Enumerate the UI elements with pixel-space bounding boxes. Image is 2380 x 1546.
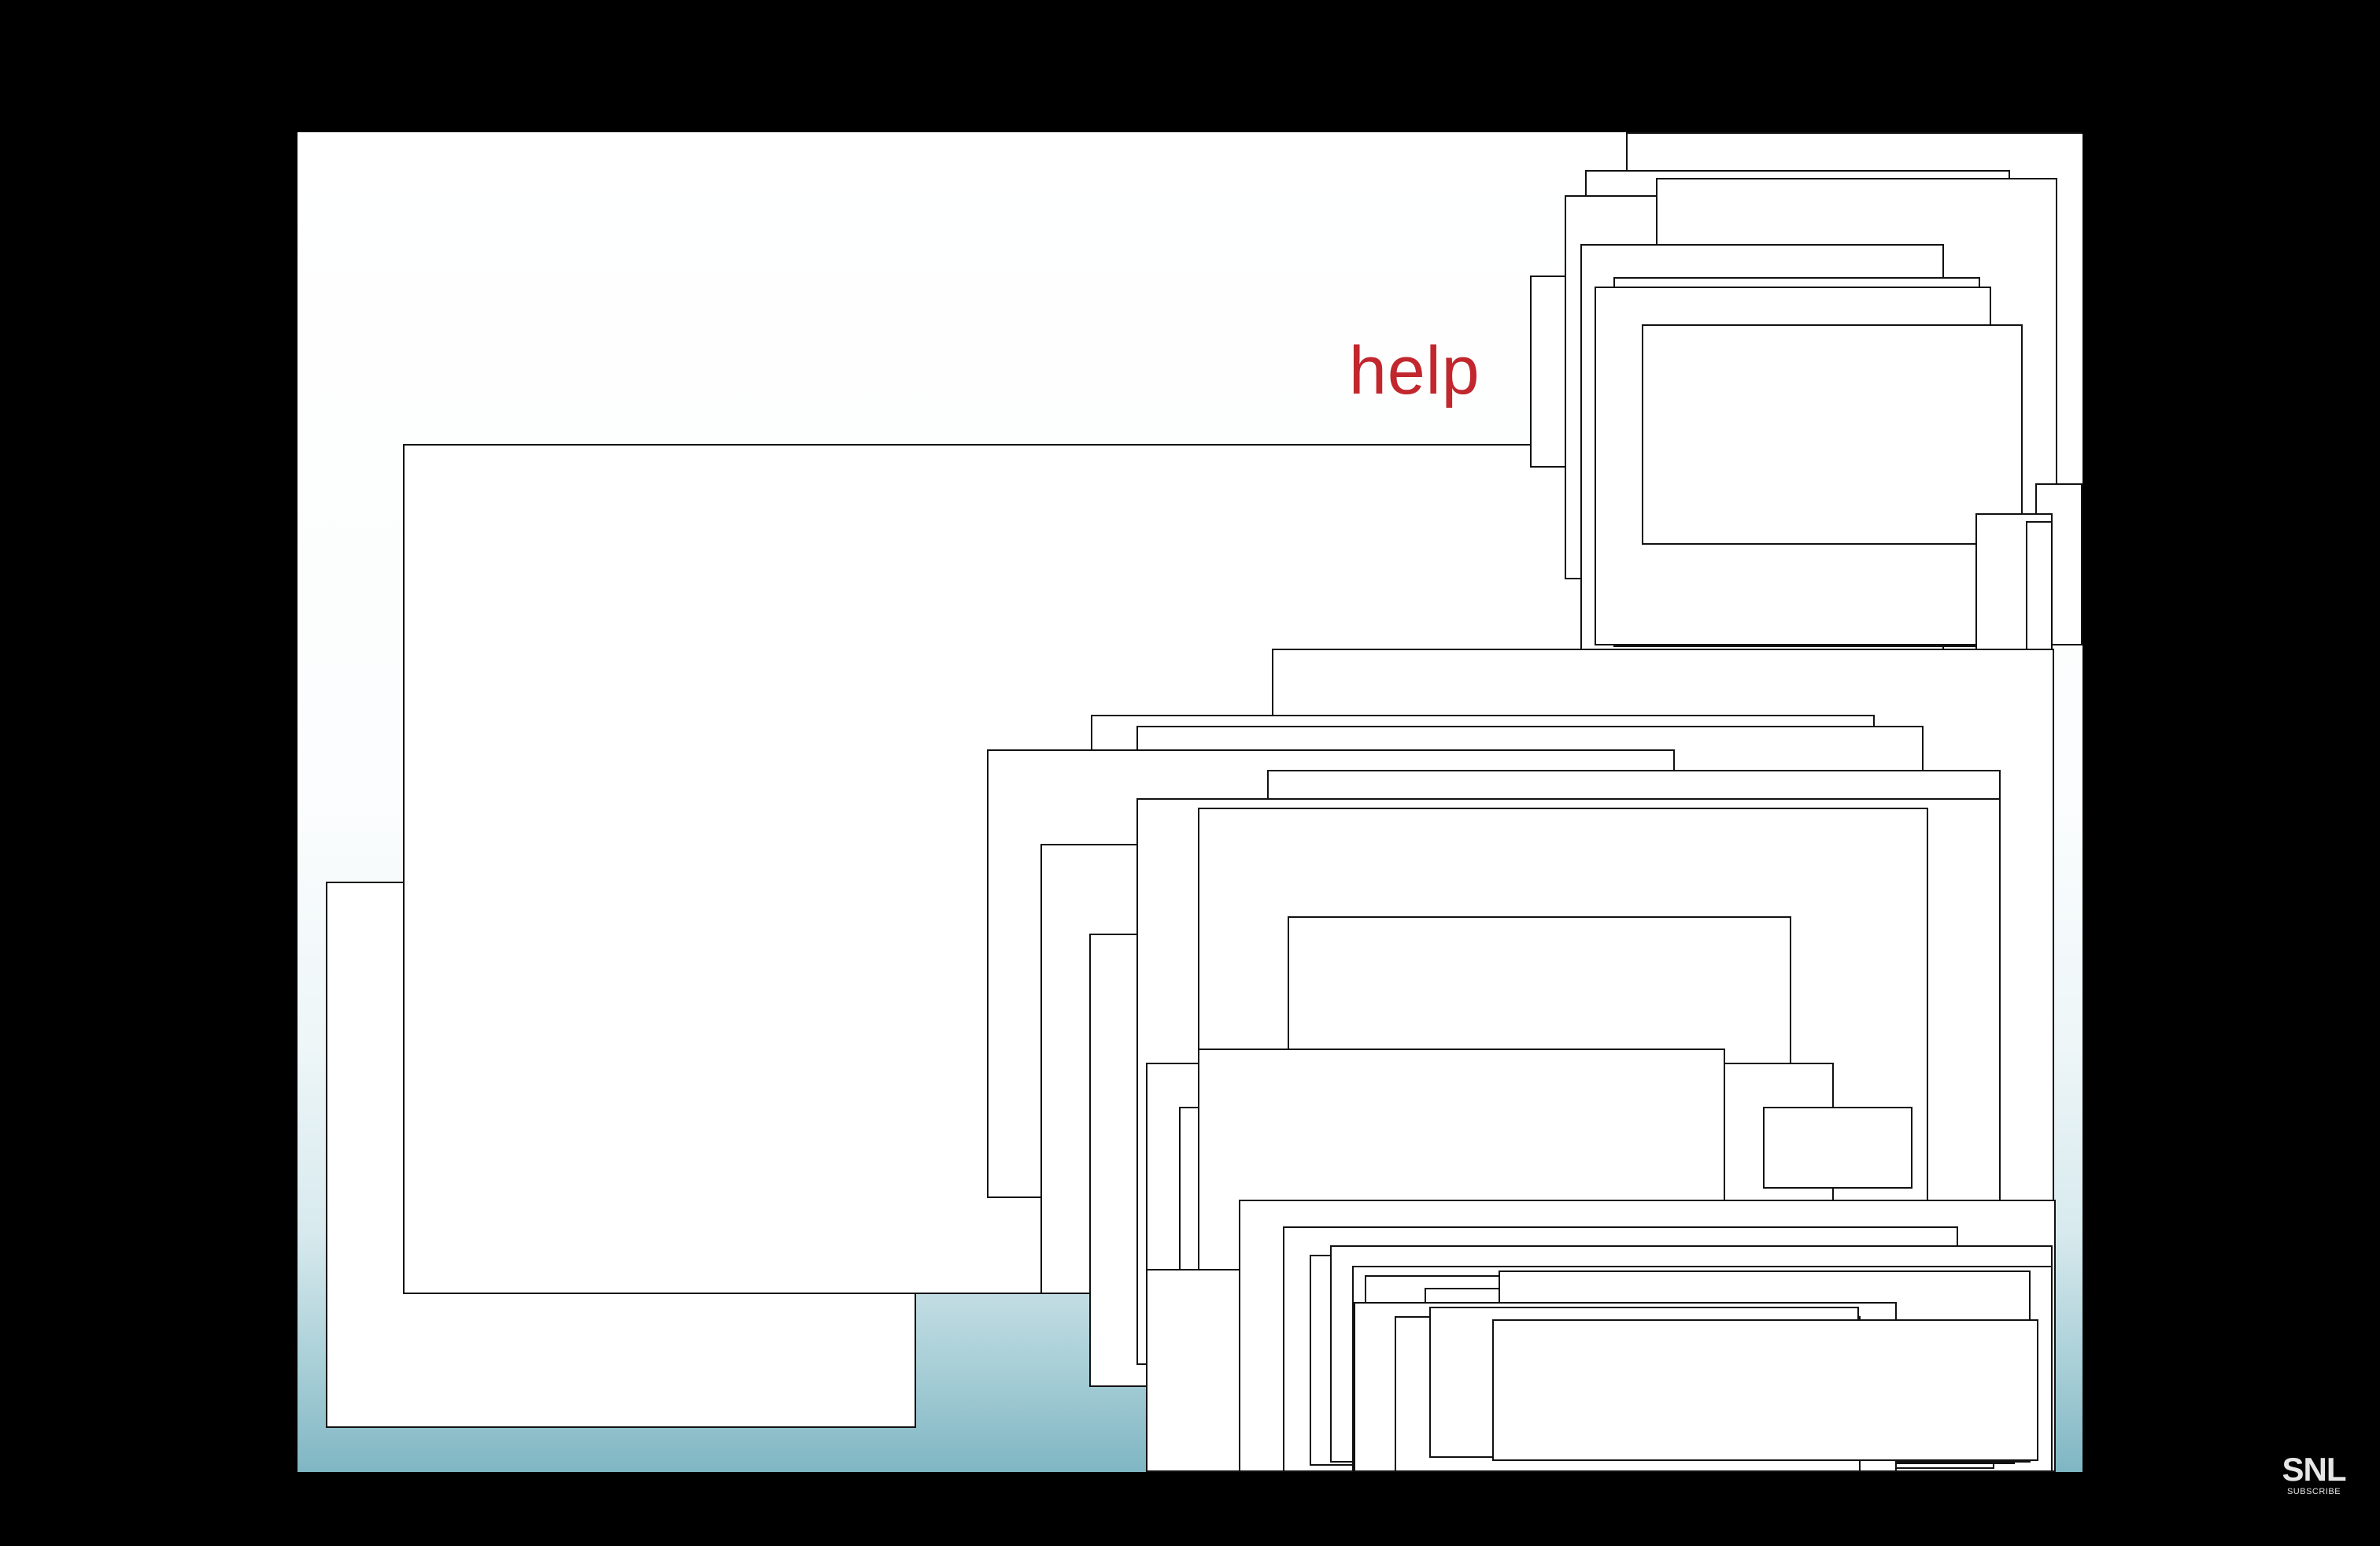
- help-text: help: [1349, 333, 1480, 409]
- subscribe-caption: SUBSCRIBE: [2286, 1487, 2341, 1496]
- snl-watermark: SNL SUBSCRIBE: [2281, 1453, 2347, 1497]
- slide-screen: help: [298, 132, 2082, 1472]
- window-frame: [1492, 1319, 2038, 1461]
- window-frame: [1763, 1107, 1913, 1189]
- window-frame: [1642, 324, 2023, 545]
- snl-logo: SNL: [2282, 1451, 2347, 1488]
